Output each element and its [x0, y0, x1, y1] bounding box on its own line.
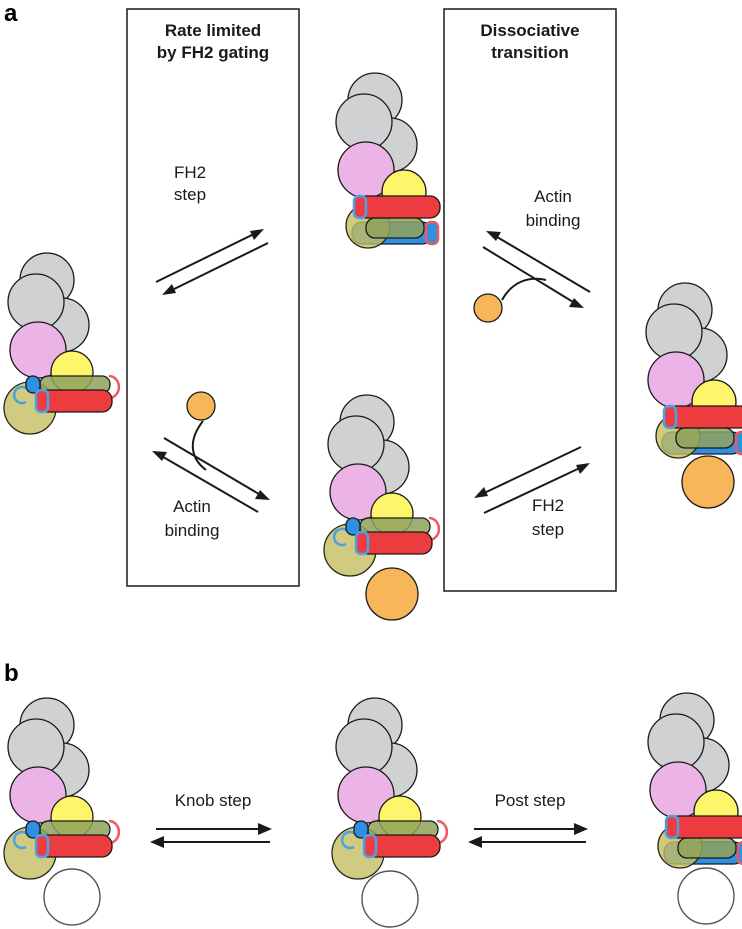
arrow-actin-binding-bottom-left: [152, 420, 270, 513]
box-dissociative: [443, 8, 617, 592]
label-post-step: Post step: [495, 791, 566, 810]
label-actin-bottom-left-2: binding: [165, 521, 220, 540]
filament-b-right: [647, 692, 742, 925]
arrow-post-step: [468, 823, 588, 848]
panel-letter-a: a: [4, 0, 18, 27]
filament-b-middle: [330, 697, 449, 928]
filament-right: [645, 282, 742, 509]
panel-letter-b: b: [4, 660, 19, 687]
box-rate-limited: [126, 8, 300, 587]
box-right-title-2: transition: [491, 43, 568, 62]
label-fh2-top-left-2: step: [174, 185, 206, 204]
arrow-actin-binding-top-right: [482, 231, 591, 308]
label-fh2-bottom-right-2: step: [532, 520, 564, 539]
filament-bottom-middle: [322, 394, 441, 621]
label-actin-bottom-left-1: Actin: [173, 497, 211, 516]
box-right-title-1: Dissociative: [480, 21, 579, 40]
filament-b-left: [2, 697, 121, 926]
label-fh2-bottom-right-1: FH2: [532, 496, 564, 515]
arrow-fh2-step-bottom-right: [474, 446, 590, 514]
incoming-actin-left: [186, 391, 216, 421]
label-actin-top-right-2: binding: [526, 211, 581, 230]
filament-top-middle: [335, 72, 442, 250]
box-left-title-2: by FH2 gating: [157, 43, 269, 62]
label-actin-top-right-1: Actin: [534, 187, 572, 206]
arrow-fh2-step-top-left: [155, 229, 269, 295]
box-left-title-1: Rate limited: [165, 21, 261, 40]
filament-left: [2, 252, 121, 436]
label-fh2-top-left-1: FH2: [174, 163, 206, 182]
arrow-knob-step: [150, 823, 272, 848]
incoming-actin-right: [473, 293, 503, 323]
label-knob-step: Knob step: [175, 791, 252, 810]
